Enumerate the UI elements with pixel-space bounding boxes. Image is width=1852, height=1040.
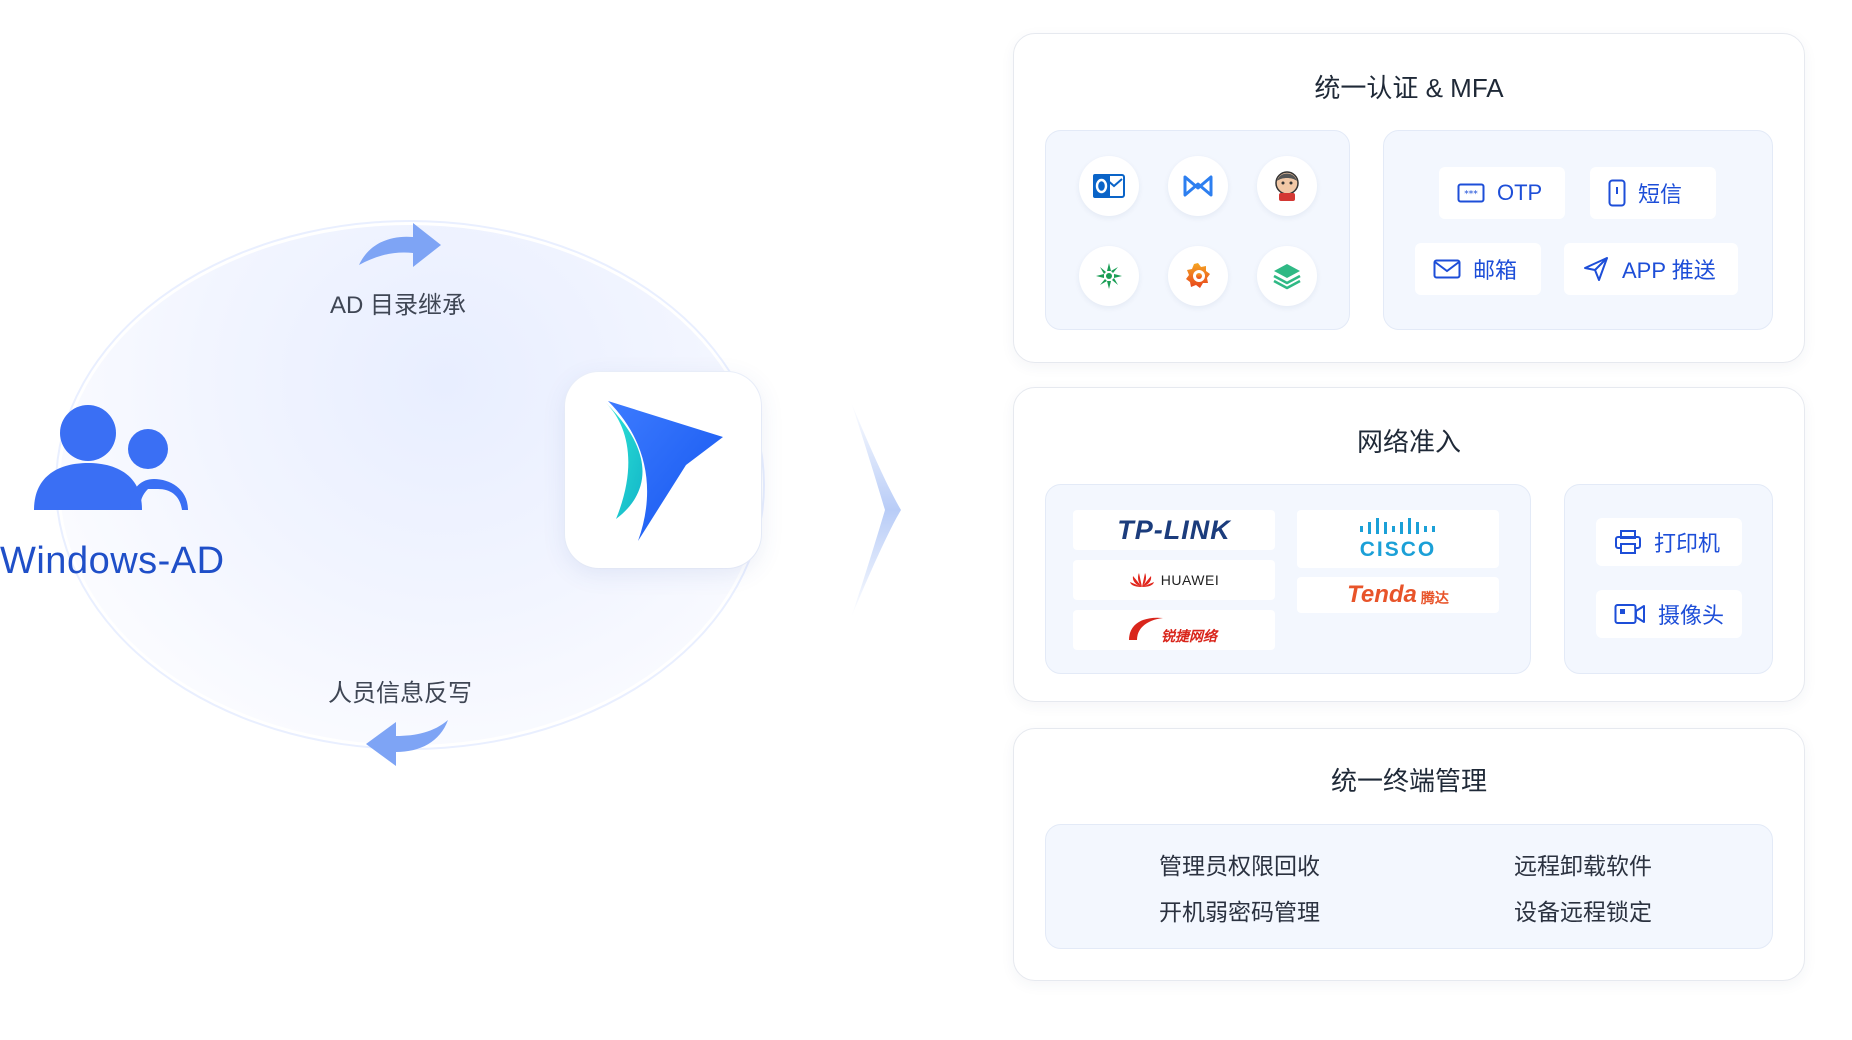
svg-text:***: *** (1464, 190, 1478, 200)
feishu-sail-icon (606, 401, 723, 541)
cisco-logo-text: cisco (1359, 538, 1437, 561)
sms-label: 短信 (1638, 182, 1683, 207)
tplink-logo-text: TP-LINK (1117, 514, 1231, 545)
grafana-icon[interactable] (1168, 246, 1228, 306)
tplink-logo: TP-LINK (1073, 510, 1275, 550)
auth-methods-group: *** OTP 短信 邮箱 APP 推送 (1383, 130, 1773, 330)
network-panel: 网络准入 TP-LINK cisco (1013, 387, 1805, 702)
feature-weak-password: 开机弱密码管理 (1159, 899, 1320, 925)
ruijie-swoosh-icon (1129, 617, 1163, 640)
confluence-icon[interactable] (1079, 246, 1139, 306)
stack-icon[interactable] (1257, 246, 1317, 306)
curved-arrow-right-icon (359, 223, 441, 267)
camera-label: 摄像头 (1658, 603, 1725, 628)
windows-ad-label: Windows-AD (0, 540, 225, 582)
huawei-flower-icon (1129, 573, 1154, 587)
cisco-bars-icon (1360, 518, 1435, 534)
users-icon (34, 405, 188, 510)
bottom-flow-label: 人员信息反写 (328, 680, 472, 707)
ruijie-logo: 锐捷网络 (1073, 610, 1275, 650)
curved-arrow-left-icon (366, 720, 448, 766)
auth-apps-group (1045, 130, 1350, 330)
phone-icon (1608, 179, 1626, 207)
tenda-logo: Tenda 腾达 (1297, 577, 1499, 613)
app-push-label: APP 推送 (1622, 258, 1716, 283)
email-chip[interactable]: 邮箱 (1415, 243, 1541, 295)
auth-panel-title: 统一认证 & MFA (1314, 73, 1504, 103)
sms-chip[interactable]: 短信 (1590, 167, 1716, 219)
feature-remote-lock: 设备远程锁定 (1514, 899, 1652, 925)
chevron-right-icon (851, 402, 901, 618)
printer-icon (1615, 530, 1641, 554)
top-flow-label: AD 目录继承 (330, 292, 467, 319)
tenda-logo-text: Tenda (1347, 581, 1417, 608)
network-panel-title: 网络准入 (1356, 427, 1461, 457)
outlook-icon[interactable] (1079, 156, 1139, 216)
email-label: 邮箱 (1473, 258, 1518, 283)
endpoint-panel-title: 统一终端管理 (1330, 766, 1487, 796)
huawei-logo-text: HUAWEI (1160, 572, 1220, 588)
network-devices-group: 打印机 摄像头 (1564, 484, 1773, 674)
otp-chip[interactable]: *** OTP (1439, 167, 1565, 219)
otp-icon: *** (1457, 183, 1485, 203)
feature-remote-uninstall: 远程卸载软件 (1514, 853, 1652, 879)
jenkins-icon[interactable] (1257, 156, 1317, 216)
camera-chip[interactable]: 摄像头 (1596, 590, 1742, 638)
ruijie-logo-text: 锐捷网络 (1161, 628, 1217, 644)
camera-icon (1614, 604, 1645, 624)
endpoint-features-group: 管理员权限回收 远程卸载软件 开机弱密码管理 设备远程锁定 (1045, 824, 1773, 949)
auth-panel: 统一认证 & MFA (1013, 33, 1805, 363)
feature-admin-revoke: 管理员权限回收 (1159, 853, 1320, 879)
microsoft-icon[interactable] (1168, 156, 1228, 216)
app-tile (565, 372, 761, 568)
printer-label: 打印机 (1654, 531, 1721, 556)
huawei-logo: HUAWEI (1073, 560, 1275, 600)
endpoint-panel: 统一终端管理 管理员权限回收 远程卸载软件 开机弱密码管理 设备远程锁定 (1013, 728, 1805, 981)
otp-label: OTP (1497, 180, 1543, 205)
printer-chip[interactable]: 打印机 (1596, 518, 1742, 566)
mail-icon (1433, 259, 1461, 279)
send-icon (1584, 257, 1608, 281)
tenda-logo-cn: 腾达 (1420, 590, 1449, 606)
network-vendors-group: TP-LINK cisco HU (1045, 484, 1531, 674)
cisco-logo: cisco (1297, 510, 1499, 568)
app-push-chip[interactable]: APP 推送 (1564, 243, 1738, 295)
